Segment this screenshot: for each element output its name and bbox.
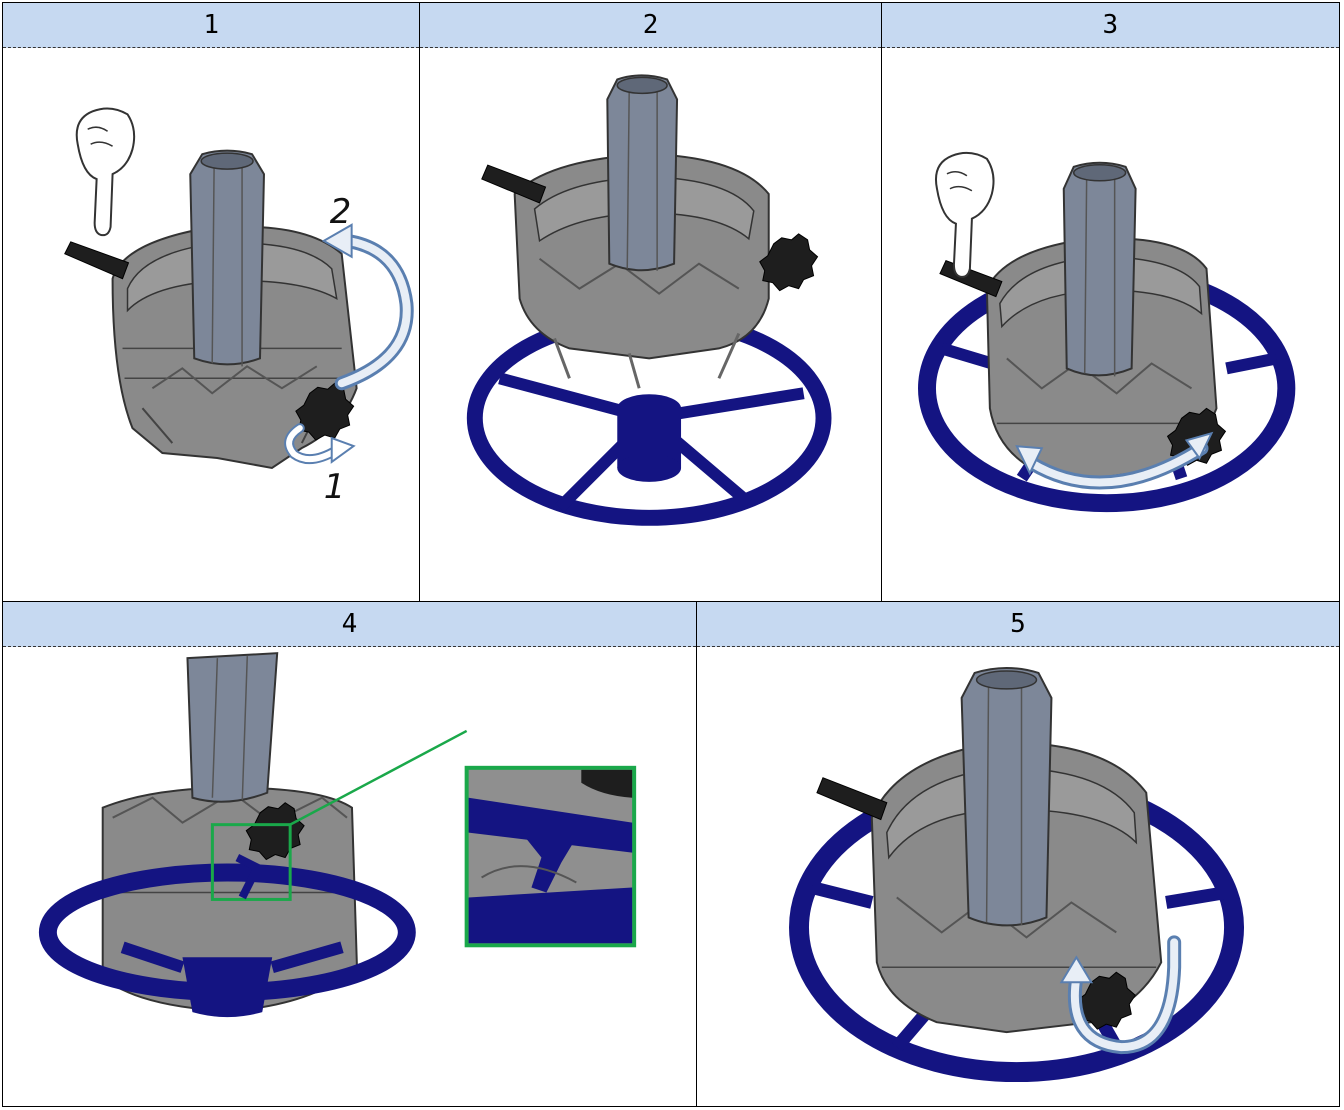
step-5-panel: 5 — [696, 602, 1339, 1106]
step-4-illustration — [38, 652, 637, 1018]
mast-tube — [606, 74, 679, 272]
step-label-1: 1 — [324, 467, 346, 506]
mast-tube — [189, 149, 265, 367]
rotate-arrow-icon — [321, 223, 414, 391]
mast-tube — [186, 652, 279, 803]
step-2-header: 2 — [420, 3, 881, 48]
step-4-header: 4 — [3, 602, 696, 647]
step-number: 3 — [1102, 10, 1119, 40]
callout-connector — [289, 729, 468, 826]
step-number: 4 — [341, 609, 358, 639]
step-1-header: 1 — [3, 3, 420, 48]
step-3-header: 3 — [881, 3, 1339, 48]
step-4-figure — [3, 648, 696, 1106]
step-1-illustration: 2 1 — [64, 107, 414, 506]
clamp-handle — [481, 164, 547, 204]
step-2-illustration — [467, 74, 832, 526]
callout-source-box — [210, 823, 292, 901]
step-number: 1 — [203, 10, 220, 40]
clamp-handle — [64, 241, 130, 280]
step-1-panel: 1 — [3, 3, 421, 601]
clamp-handle — [816, 777, 888, 821]
steps-row-1: 1 — [2, 2, 1340, 602]
mounting-wheel — [38, 863, 416, 1018]
rotate-arrow-icon — [1014, 431, 1214, 490]
steps-row-2: 4 — [2, 601, 1340, 1107]
step-3-panel: 3 — [881, 3, 1339, 601]
step-number: 5 — [1010, 609, 1026, 639]
step-5-illustration — [788, 667, 1244, 1083]
step-label-2: 2 — [330, 192, 352, 231]
step-2-figure — [420, 49, 880, 601]
rotate-arrow-icon — [284, 423, 356, 465]
pointing-hand-icon — [75, 107, 136, 237]
step-5-figure — [697, 648, 1339, 1106]
step-5-header: 5 — [696, 602, 1339, 647]
detail-inset — [464, 765, 637, 948]
step-4-panel: 4 — [3, 602, 697, 1106]
mast-tube — [960, 667, 1053, 927]
step-number: 2 — [642, 10, 659, 40]
pointing-hand-icon — [934, 151, 995, 278]
lock-knob — [759, 233, 819, 292]
step-3-illustration — [917, 151, 1296, 513]
rotate-arrow-icon — [1059, 935, 1182, 1055]
mast-tube — [1062, 161, 1137, 377]
step-1-figure: 2 1 — [3, 49, 419, 601]
step-3-figure — [882, 49, 1339, 601]
step-2-panel: 2 — [420, 3, 882, 601]
